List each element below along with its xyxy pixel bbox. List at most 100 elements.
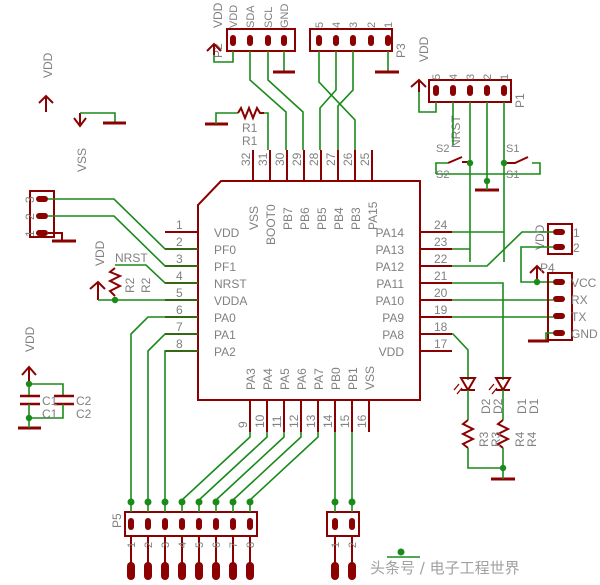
- p4-label: P4: [540, 261, 555, 275]
- pin-lead: [246, 562, 254, 580]
- vdd-label-topleft: VDD: [41, 52, 55, 78]
- header-pin-label: 4: [448, 74, 460, 80]
- vss-arrow-icon: [73, 113, 87, 128]
- p4-small-pin2: 2: [573, 241, 580, 255]
- resistor-r4: [495, 419, 511, 449]
- p1-label: P1: [513, 93, 527, 108]
- pin-lead: [348, 562, 356, 580]
- r4-value: R4: [525, 431, 539, 447]
- ic-pin-name: VSS: [363, 366, 377, 390]
- r3-label: R3: [477, 431, 491, 447]
- ic-pin-number: 26: [341, 152, 355, 166]
- p5-pin-number: 8: [245, 542, 257, 548]
- header-pin-label: 1: [383, 22, 395, 28]
- ic-pin-number: 16: [355, 414, 369, 428]
- ic-pin-number: 14: [321, 414, 335, 428]
- resistor-r2: VDD NRST R2 R2: [89, 240, 198, 304]
- ic-pin-number: 28: [307, 152, 321, 166]
- header-pad: [247, 35, 253, 46]
- ic-pin-name: NRST: [214, 277, 247, 291]
- ic-pin-name: PF1: [214, 260, 236, 274]
- pin-lead: [195, 562, 203, 580]
- header-pad: [433, 85, 439, 96]
- ic-pin-number: 10: [253, 414, 267, 428]
- ic-pin-name: PB3: [349, 207, 363, 230]
- ic-pin-number: 30: [273, 152, 287, 166]
- ic-pin-name: VDD: [379, 345, 405, 359]
- r4-label: R4: [513, 431, 527, 447]
- p3-body: [309, 28, 393, 52]
- p5-pin-number: 6: [211, 542, 223, 548]
- ic-pin-number: 18: [434, 320, 448, 334]
- header-pin-label: 2: [366, 22, 378, 28]
- d2-value: D2: [491, 398, 505, 414]
- ic-pin-number: 24: [434, 218, 448, 232]
- vdd-arrow-icon: [410, 78, 427, 92]
- header-pin-label: 1: [499, 74, 511, 80]
- pin-lead: [229, 562, 237, 580]
- ic-pin-number: 22: [434, 252, 448, 266]
- connector-p4-small: 1 2 VDD: [520, 223, 580, 286]
- left-conn-pin2: 2: [23, 213, 37, 220]
- ic-pin-name: PA13: [376, 243, 405, 257]
- r3-value: R3: [489, 431, 503, 447]
- ic-pin-name: PF0: [214, 243, 236, 257]
- ic-pin-number: 6: [176, 303, 183, 317]
- ic-pin-number: 7: [176, 320, 183, 334]
- header-pad: [484, 85, 490, 96]
- header-pad: [179, 518, 185, 530]
- p5-pin-number: 3: [160, 542, 172, 548]
- nrst-label-p1: NRST: [449, 115, 463, 148]
- header-pad: [162, 518, 168, 530]
- header-pin-label: 4: [331, 22, 343, 28]
- right-wires: [452, 231, 553, 380]
- p4-small-pin1: 1: [573, 226, 580, 240]
- ic-pin-number: 32: [239, 152, 253, 166]
- p4-pin-tx: TX: [571, 310, 586, 324]
- ic-pin-number: 29: [290, 152, 304, 166]
- p3-vdd-label: VDD: [417, 36, 431, 62]
- ic-pin-name: PA15: [366, 201, 380, 230]
- ic-pin-number: 21: [434, 269, 448, 283]
- c2-label: C2: [76, 394, 92, 408]
- d2-label: D2: [479, 398, 493, 414]
- ic-pin-name: PA12: [376, 260, 405, 274]
- ic-pin-name: VSS: [247, 206, 261, 230]
- ic-pin-number: 5: [176, 286, 183, 300]
- left-bus-wires: [130, 316, 198, 500]
- pin-lead: [144, 562, 152, 580]
- ic-body: [197, 180, 421, 401]
- left-conn-pin3: 3: [23, 196, 37, 203]
- c2-value: C2: [76, 407, 92, 421]
- ic-pin-number: 13: [304, 414, 318, 428]
- cap-vdd-label: VDD: [23, 326, 37, 352]
- p2-body: [226, 28, 296, 52]
- ic-pin-number: 20: [434, 286, 448, 300]
- vss-label: VSS: [75, 148, 89, 172]
- bottom-wires: [181, 432, 353, 501]
- r1-value: R1: [242, 134, 258, 148]
- capacitor-c2: [54, 394, 74, 406]
- r1-zigzag: [237, 105, 264, 121]
- ic-pin-name: PB6: [298, 207, 312, 230]
- p4-vdd-label: VDD: [533, 224, 547, 250]
- header-pad: [128, 518, 134, 530]
- header-pad: [350, 35, 356, 46]
- ic-pin-number: 4: [176, 269, 183, 283]
- resistor-r3: [460, 419, 476, 449]
- ic-pin-number: 1: [176, 218, 183, 232]
- ic-pin-name: PB7: [281, 207, 295, 230]
- r2-label: R2: [123, 277, 137, 293]
- watermark-text: 头条号 / 电子工程世界: [370, 559, 520, 577]
- header-pad: [230, 518, 236, 530]
- ic-pin-name: PA3: [244, 368, 258, 390]
- ic-pin-name: PB0: [329, 367, 343, 390]
- ic-pin-name: PA8: [382, 328, 404, 342]
- resistor-r1: R1 R1: [205, 105, 269, 150]
- ic-pin-name: PA6: [295, 368, 309, 390]
- r2-value: R2: [139, 277, 153, 293]
- header-pin-label: 5: [431, 74, 443, 80]
- p2-vdd-label: VDD: [211, 2, 225, 28]
